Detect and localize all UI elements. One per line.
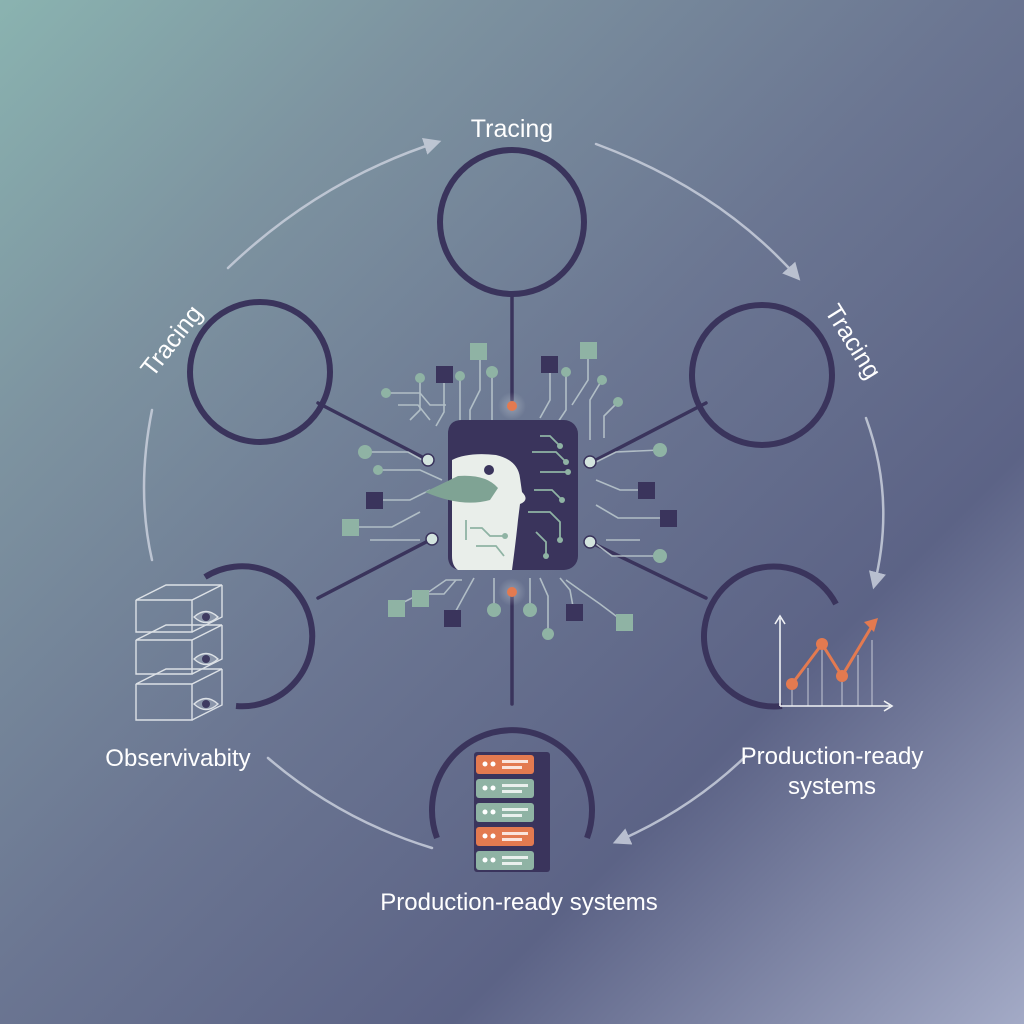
hub-connectors <box>316 293 708 706</box>
cycle-arrow-top-right <box>594 142 801 281</box>
hub-connection-points <box>421 392 597 606</box>
stacked-eye-cubes-icon <box>135 584 223 721</box>
circuit-nodes <box>342 342 677 640</box>
label-tracing-top: Tracing <box>471 115 553 143</box>
line-chart-icon <box>774 614 894 712</box>
label-production-right-line2: systems <box>788 773 876 800</box>
server-unit-1 <box>476 755 534 774</box>
cycle-arrow-left <box>142 408 154 562</box>
cycle-arrow-top-left <box>226 137 442 270</box>
label-production-right-line1: Production-ready <box>741 743 924 770</box>
ring-lower-right <box>700 563 839 710</box>
server-unit-4 <box>476 827 534 846</box>
ring-bottom <box>429 727 595 840</box>
robot-bird-circuit-head-icon <box>425 420 578 570</box>
ring-top <box>437 147 587 297</box>
ring-upper-right <box>689 302 835 448</box>
eye-cube-bottom <box>135 668 223 721</box>
eye-cube-top <box>135 584 223 633</box>
cycle-arrows <box>142 137 886 850</box>
label-production-bottom: Production-ready systems <box>380 889 657 916</box>
cycle-arrow-right <box>864 416 886 590</box>
node-rings <box>187 147 839 840</box>
server-unit-3 <box>476 803 534 822</box>
ring-upper-left <box>187 299 333 445</box>
cycle-arrow-bottom-right <box>612 754 748 845</box>
server-unit-2 <box>476 779 534 798</box>
label-observability: Observivabity <box>105 745 250 772</box>
cycle-arrow-bottom-left <box>266 756 434 850</box>
server-rack-icon <box>474 752 550 872</box>
server-unit-5 <box>476 851 534 870</box>
ring-lower-left <box>203 563 316 710</box>
